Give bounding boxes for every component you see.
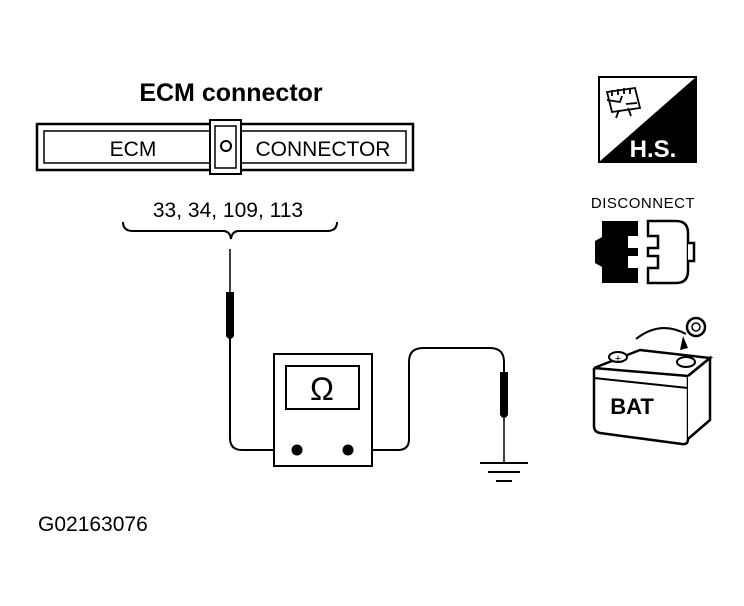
meter-terminal-right	[342, 444, 354, 456]
harness-side-icon: H.S.	[598, 76, 697, 163]
ohmmeter: Ω	[273, 353, 373, 467]
svg-text:+: +	[615, 353, 621, 365]
connector-title: ECM connector	[139, 79, 323, 107]
pin-brace	[122, 221, 338, 240]
disconnect-icon: DISCONNECT	[591, 195, 696, 285]
ohm-symbol: Ω	[310, 371, 334, 407]
probe-right	[500, 372, 508, 462]
meter-terminal-left	[291, 444, 303, 456]
harness-side-label: H.S.	[630, 136, 677, 163]
battery-label: BAT	[610, 394, 654, 419]
wire-right	[348, 347, 505, 451]
connector-label-left: ECM	[110, 138, 157, 161]
connector-lock-circle	[220, 140, 232, 152]
pin-numbers: 33, 34, 109, 113	[153, 199, 303, 222]
ecm-connector: ECM CONNECTOR	[35, 119, 415, 175]
ground-icon	[480, 462, 528, 482]
probe-left	[226, 249, 234, 350]
figure-code: G02163076	[38, 513, 148, 536]
disconnect-label: DISCONNECT	[591, 195, 695, 212]
wire-left	[229, 350, 297, 451]
battery-icon: + BAT	[592, 316, 714, 446]
connector-label-right: CONNECTOR	[256, 138, 391, 161]
